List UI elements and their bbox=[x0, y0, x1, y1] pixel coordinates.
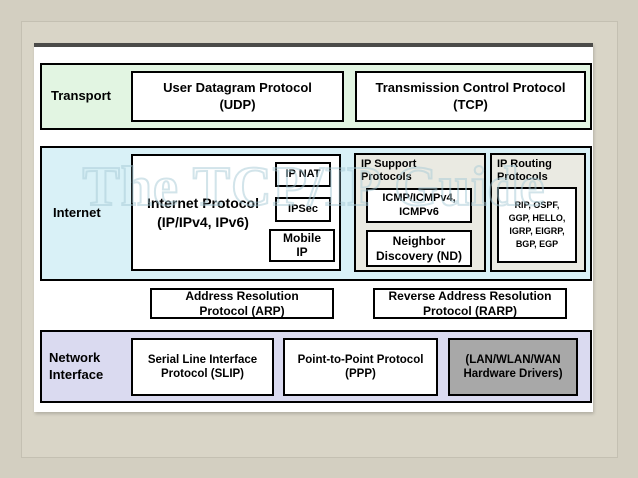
transport-layer-label: Transport bbox=[51, 88, 111, 104]
hardware-drivers-box: (LAN/WLAN/WAN Hardware Drivers) bbox=[448, 338, 578, 396]
slip-box: Serial Line Interface Protocol (SLIP) bbox=[131, 338, 274, 396]
ip-label: Internet Protocol (IP/IPv4, IPv6) bbox=[146, 195, 259, 230]
ipsec-box: IPSec bbox=[275, 197, 331, 222]
arp-box: Address Resolution Protocol (ARP) bbox=[150, 288, 334, 319]
routing-protocols-box: RIP, OSPF, GGP, HELLO, IGRP, EIGRP, BGP,… bbox=[497, 187, 577, 263]
tcp-box: Transmission Control Protocol (TCP) bbox=[355, 71, 586, 122]
ip-routing-title: IP Routing Protocols bbox=[497, 158, 552, 184]
network-interface-label: Network Interface bbox=[49, 350, 104, 382]
icmp-box: ICMP/ICMPv4, ICMPv6 bbox=[366, 188, 472, 223]
ip-nat-box: IP NAT bbox=[275, 162, 331, 187]
neighbor-discovery-box: Neighbor Discovery (ND) bbox=[366, 230, 472, 267]
ppp-box: Point-to-Point Protocol (PPP) bbox=[283, 338, 438, 396]
ip-support-title: IP Support Protocols bbox=[361, 158, 417, 184]
internet-layer-label: Internet bbox=[53, 205, 101, 221]
udp-box: User Datagram Protocol (UDP) bbox=[131, 71, 344, 122]
slide-top-edge bbox=[34, 43, 593, 47]
mobile-ip-box: Mobile IP bbox=[269, 229, 335, 262]
rarp-box: Reverse Address Resolution Protocol (RAR… bbox=[373, 288, 567, 319]
slide: Transport User Datagram Protocol (UDP) T… bbox=[34, 43, 593, 412]
